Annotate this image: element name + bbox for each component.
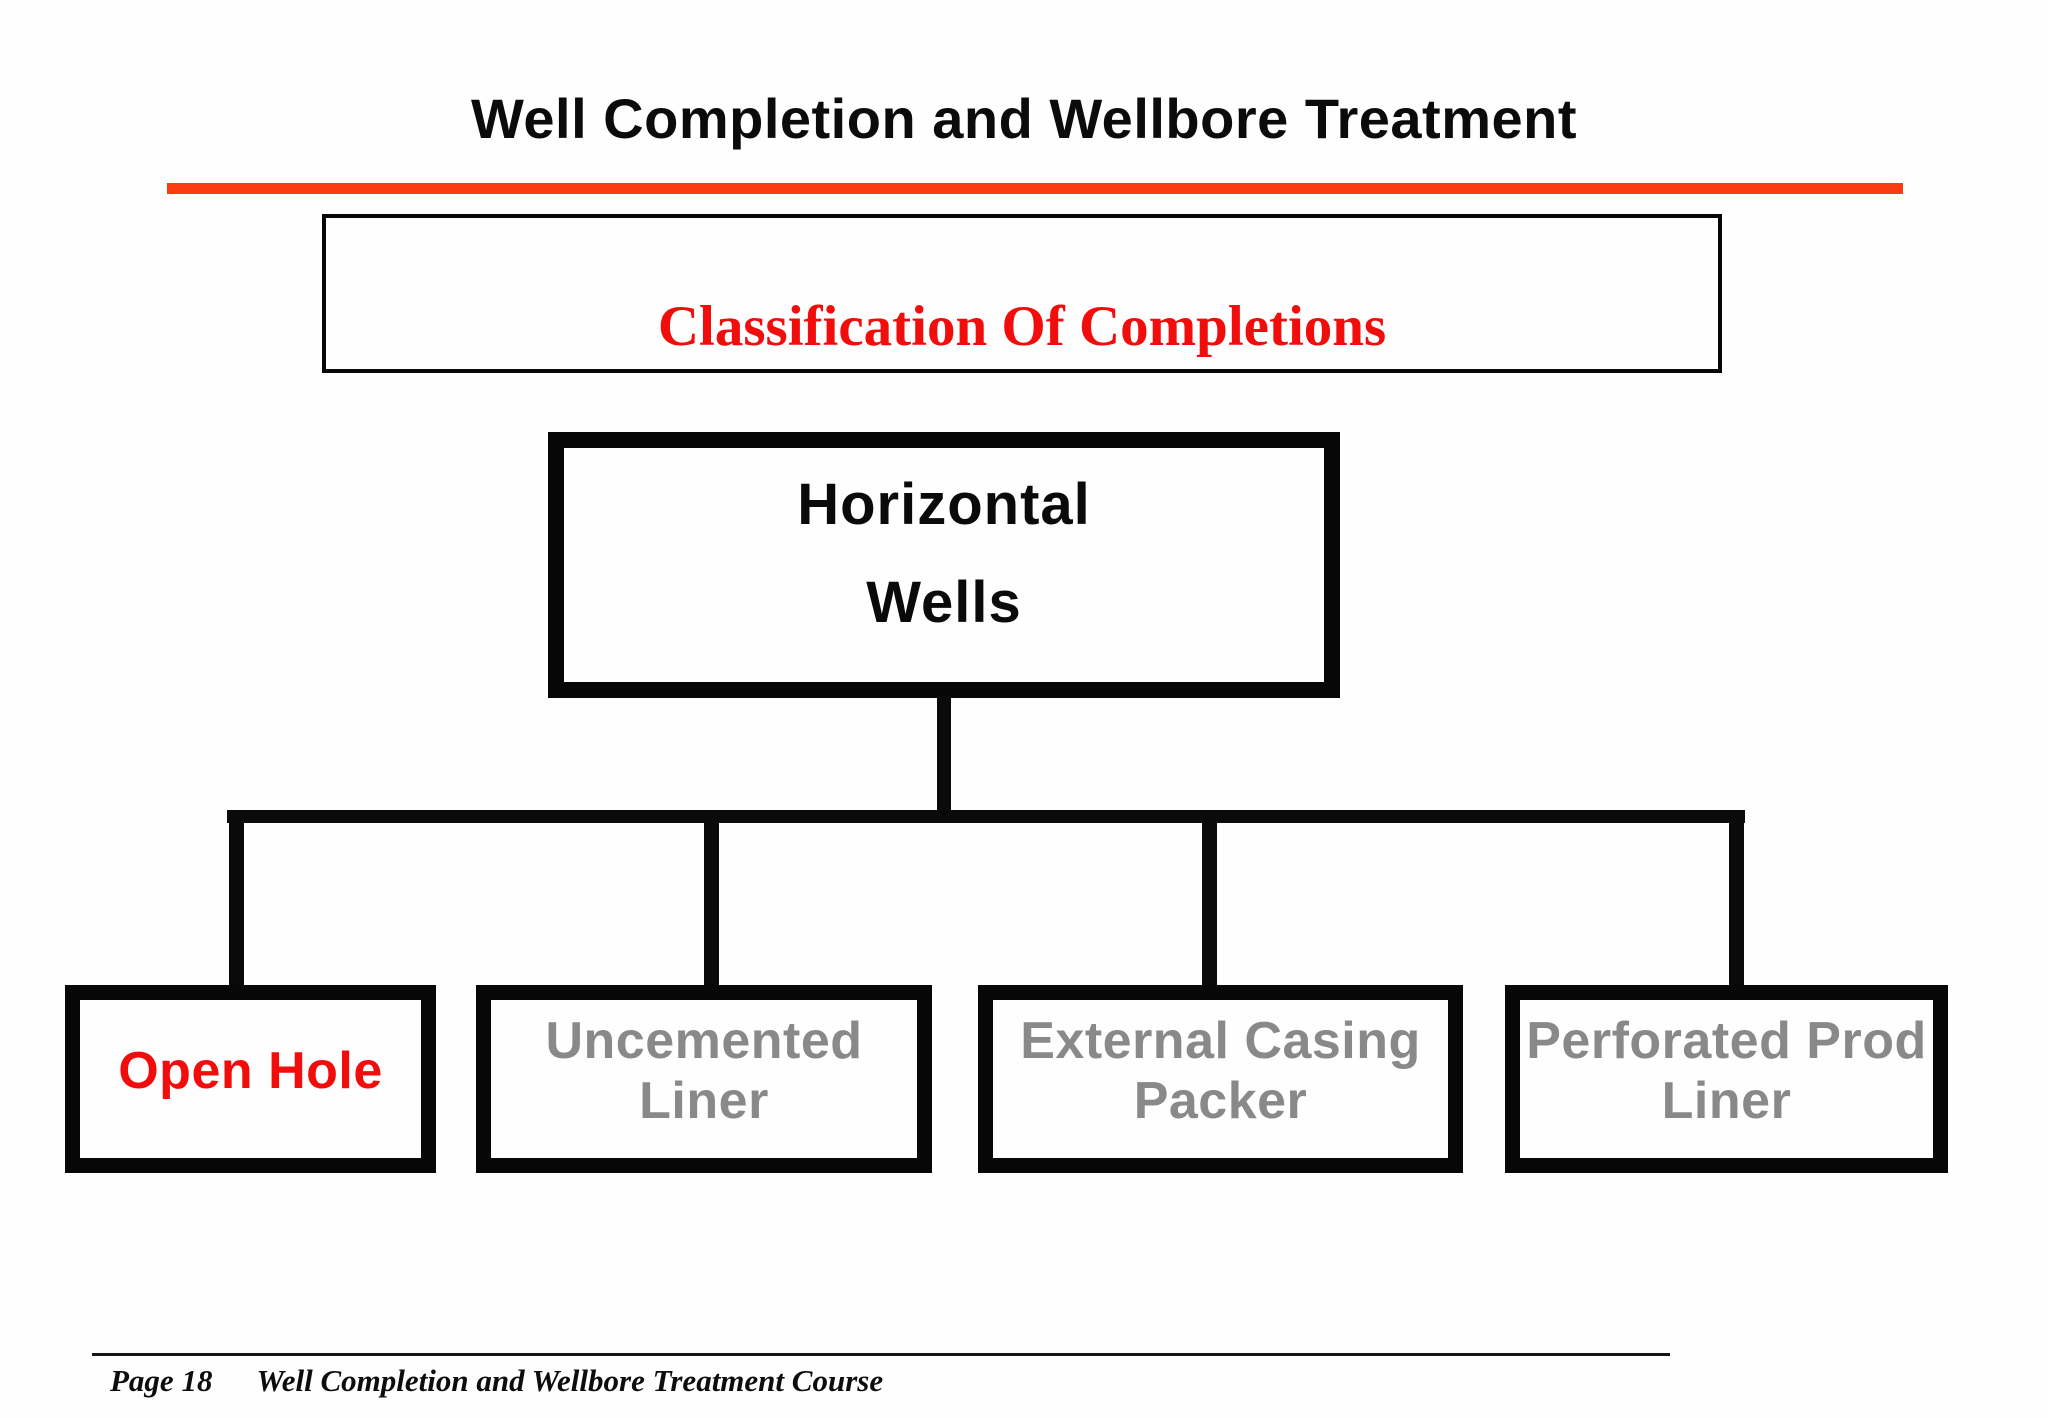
- external-casing-packer-label-line2: Packer: [1133, 1072, 1308, 1130]
- uncemented-liner-label-line2: Liner: [639, 1072, 769, 1130]
- external-casing-packer-label-line1: External Casing: [1020, 1012, 1421, 1070]
- connector-drop-external-casing-packer: [1202, 821, 1217, 987]
- connector-stem: [937, 696, 951, 816]
- uncemented-liner-label-line1: Uncemented: [545, 1012, 863, 1070]
- child-node-uncemented-liner: Uncemented Liner: [476, 985, 932, 1173]
- connector-crossbar: [227, 810, 1745, 823]
- footer: Page 18 Well Completion and Wellbore Tre…: [110, 1363, 883, 1399]
- classification-banner-label: Classification Of Completions: [657, 295, 1387, 358]
- title-underline-rule: [167, 183, 1903, 194]
- slide-title: Well Completion and Wellbore Treatment: [471, 87, 1577, 150]
- horizontal-wells-node: Horizontal Wells: [548, 432, 1340, 698]
- child-node-external-casing-packer: External Casing Packer: [978, 985, 1463, 1173]
- perforated-prod-liner-label-line2: Liner: [1661, 1072, 1792, 1130]
- connector-drop-perforated-prod-liner: [1729, 821, 1744, 987]
- connector-drop-open-hole: [229, 821, 244, 987]
- connector-drop-uncemented-liner: [704, 821, 719, 987]
- child-node-perforated-prod-liner: Perforated Prod Liner: [1505, 985, 1948, 1173]
- perforated-prod-liner-label-line1: Perforated Prod: [1526, 1012, 1927, 1070]
- horizontal-wells-line2: Wells: [866, 570, 1022, 635]
- footer-course-title: Well Completion and Wellbore Treatment C…: [256, 1363, 884, 1398]
- classification-banner: Classification Of Completions: [322, 214, 1722, 373]
- open-hole-label-line1: Open Hole: [118, 1042, 383, 1100]
- footer-divider-rule: [92, 1353, 1670, 1356]
- horizontal-wells-line1: Horizontal: [797, 472, 1091, 537]
- footer-page-number: Page 18: [110, 1363, 213, 1398]
- child-node-open-hole: Open Hole: [65, 985, 436, 1173]
